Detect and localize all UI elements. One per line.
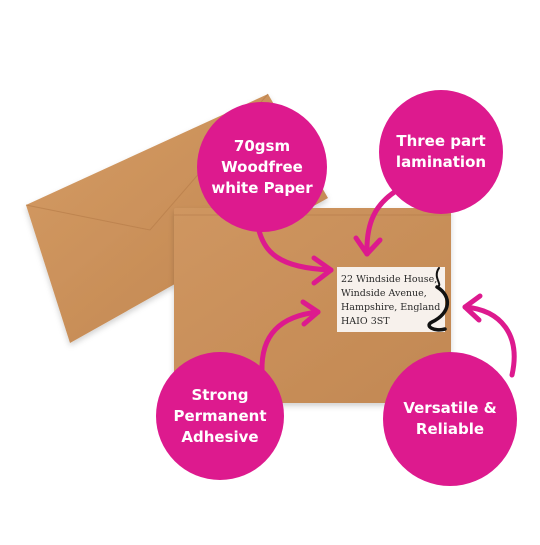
address-line: 22 Windside House, — [341, 274, 438, 285]
address-text: 22 Windside House, Windside Avenue, Hamp… — [341, 273, 440, 329]
callout-versatile: Versatile & Reliable — [383, 352, 517, 486]
callout-line: Three part — [396, 132, 486, 150]
callout-line: lamination — [395, 153, 487, 171]
callout-line: Adhesive — [181, 427, 259, 446]
arrow-versatile — [462, 293, 517, 378]
arrow-paper — [255, 224, 334, 286]
callout-adhesive: Strong Permanent Adhesive — [156, 352, 284, 480]
callout-paper: 70gsm Woodfree white Paper — [197, 102, 327, 232]
callout-line: Woodfree — [221, 157, 303, 176]
arrow-adhesive — [259, 299, 321, 374]
address-line: Hampshire, England — [341, 302, 441, 313]
address-line: Windside Avenue, — [341, 288, 427, 299]
callout-line: Versatile & — [403, 399, 497, 417]
address-label — [337, 267, 449, 332]
callout-line: white Paper — [211, 178, 313, 197]
address-line: HAIO 3ST — [341, 316, 390, 327]
label-curl-icon — [427, 285, 449, 332]
callout-line: 70gsm — [233, 136, 291, 155]
callout-line: Strong — [191, 385, 249, 404]
callout-line: Reliable — [415, 420, 485, 438]
arrow-lamination — [353, 188, 399, 257]
callout-line: Permanent — [173, 406, 267, 425]
callout-lamination: Three part lamination — [379, 90, 503, 214]
